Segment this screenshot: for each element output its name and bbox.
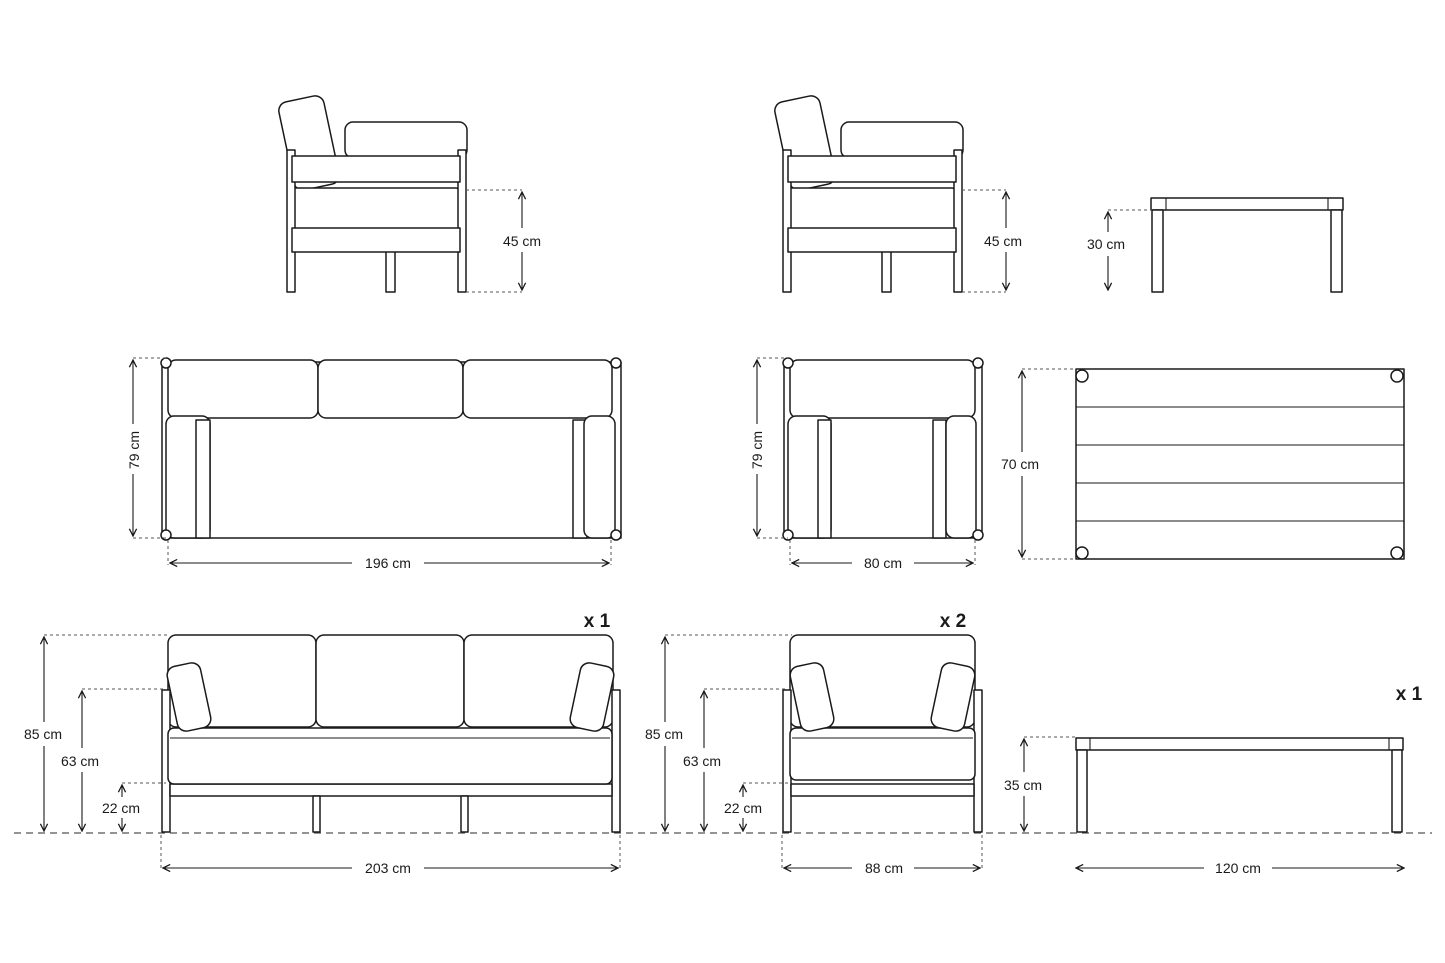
table-front-view bbox=[1075, 737, 1404, 833]
sofa-front-width-label: 203 cm bbox=[365, 860, 411, 876]
armchair-side-view bbox=[774, 95, 964, 293]
sofa-top-width-dimension: 196 cm bbox=[167, 540, 612, 571]
armchair-side-seat-height-dimension: 45 cm bbox=[962, 189, 1022, 293]
sofa-top-width-label: 196 cm bbox=[365, 555, 411, 571]
sofa-frame-height-label: 22 cm bbox=[102, 800, 140, 816]
table-quantity-label: x 1 bbox=[1396, 684, 1423, 705]
armchair-top-view bbox=[782, 357, 984, 541]
armchair-front-view bbox=[782, 634, 983, 833]
armchair-total-height-label: 85 cm bbox=[645, 726, 683, 742]
sofa-arm-height-label: 63 cm bbox=[61, 753, 99, 769]
armchair-top-width-label: 80 cm bbox=[864, 555, 902, 571]
armchair-front-height-dimensions: 85 cm 63 cm 22 cm bbox=[645, 634, 792, 831]
sofa-side-seat-height-label: 45 cm bbox=[503, 233, 541, 249]
table-side-view bbox=[1150, 197, 1344, 293]
table-front-height-label: 35 cm bbox=[1004, 777, 1042, 793]
armchair-side-seat-height-label: 45 cm bbox=[984, 233, 1022, 249]
sofa-side-seat-height-dimension: 45 cm bbox=[466, 189, 541, 293]
sofa-top-depth-dimension: 79 cm bbox=[126, 357, 166, 539]
table-side-height-dimension: 30 cm bbox=[1087, 209, 1152, 290]
table-front-width-label: 120 cm bbox=[1215, 860, 1261, 876]
sofa-total-height-label: 85 cm bbox=[24, 726, 62, 742]
armchair-top-depth-label: 79 cm bbox=[749, 431, 765, 469]
sofa-front-width-dimension: 203 cm bbox=[160, 835, 621, 876]
armchair-frame-height-label: 22 cm bbox=[724, 800, 762, 816]
armchair-front-width-label: 88 cm bbox=[865, 860, 903, 876]
armchair-front-width-dimension: 88 cm bbox=[781, 835, 983, 876]
sofa-top-depth-label: 79 cm bbox=[126, 431, 142, 469]
table-top-depth-dimension: 70 cm bbox=[1001, 368, 1076, 560]
table-front-height-dimension: 35 cm bbox=[1004, 736, 1076, 831]
armchair-top-width-dimension: 80 cm bbox=[789, 540, 976, 571]
armchair-top-depth-dimension: 79 cm bbox=[749, 357, 788, 539]
armchair-quantity-label: x 2 bbox=[940, 611, 966, 632]
armchair-arm-height-label: 63 cm bbox=[683, 753, 721, 769]
sofa-front-view bbox=[161, 634, 621, 833]
table-top-view bbox=[1075, 368, 1405, 560]
sofa-top-view bbox=[160, 357, 622, 541]
table-front-width-dimension: 120 cm bbox=[1076, 860, 1404, 876]
sofa-quantity-label: x 1 bbox=[584, 611, 611, 632]
table-side-height-label: 30 cm bbox=[1087, 236, 1125, 252]
sofa-front-height-dimensions: 85 cm 63 cm 22 cm bbox=[24, 634, 170, 831]
table-top-depth-label: 70 cm bbox=[1001, 456, 1039, 472]
sofa-side-view bbox=[278, 95, 468, 293]
